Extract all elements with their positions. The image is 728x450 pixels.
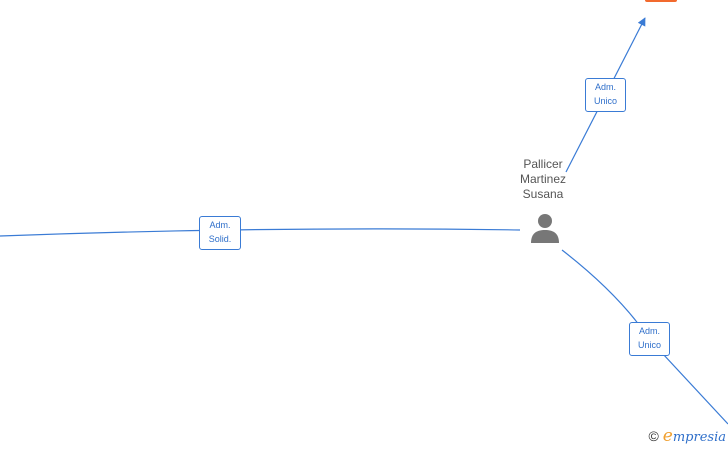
company-node-top[interactable]: [645, 0, 677, 2]
person-name-line: Martinez: [519, 172, 566, 186]
edge-label-bottom[interactable]: Adm. Unico: [629, 322, 670, 356]
person-name[interactable]: Pallicer Martinez Susana: [496, 157, 590, 202]
person-name-line: Susana: [522, 187, 564, 201]
edge-label-line: Solid.: [208, 234, 232, 244]
edge-label-left[interactable]: Adm. Solid.: [199, 216, 241, 250]
logo-text: mpresia: [672, 430, 726, 445]
edge-label-line: Unico: [637, 340, 661, 350]
empresia-logo: © e mpresia: [648, 426, 726, 446]
copyright-icon: ©: [648, 428, 659, 444]
edge-label-line: Adm.: [209, 220, 231, 230]
edge-to-left-company[interactable]: [0, 228, 521, 237]
edge-label-line: Adm.: [594, 82, 616, 92]
logo-initial: e: [662, 426, 673, 446]
person-name-line: Pallicer: [523, 157, 563, 171]
edge-label-top[interactable]: Adm. Unico: [585, 78, 626, 112]
person-icon[interactable]: [530, 212, 560, 244]
edge-label-line: Adm.: [638, 326, 660, 336]
edge-label-line: Unico: [593, 96, 617, 106]
